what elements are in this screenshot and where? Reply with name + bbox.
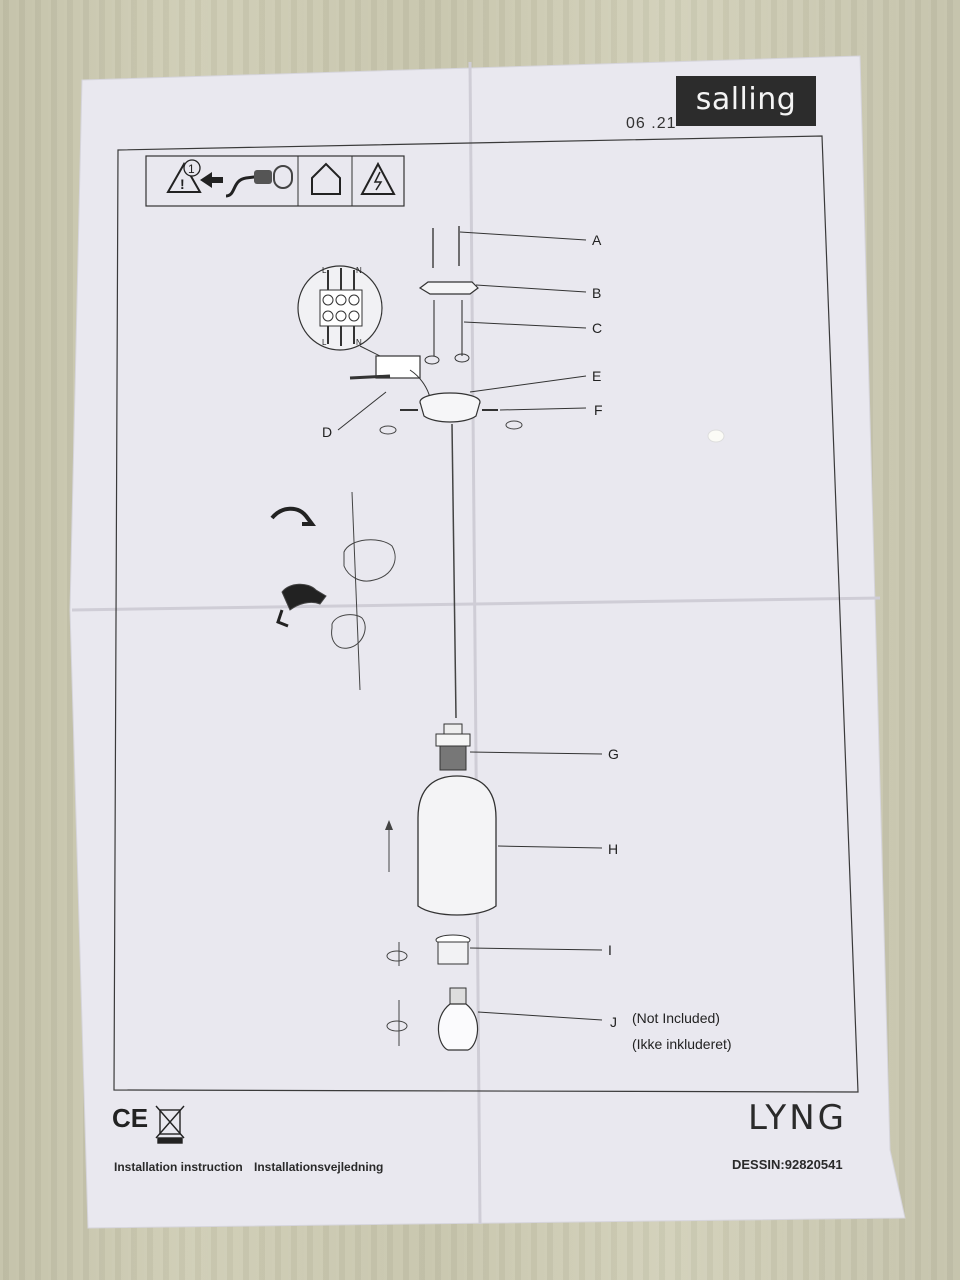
inner-frame [113, 135, 859, 1093]
ceiling-canopy [379, 392, 523, 435]
bulb-not-included-da: (Ikke inkluderet) [632, 1036, 732, 1052]
paper-sheet [69, 55, 906, 1229]
light-bulb [386, 987, 479, 1051]
vertical-fold [468, 61, 482, 1225]
part-label-d: D [322, 424, 333, 440]
part-label-i: I [608, 942, 612, 958]
ce-mark: CE [112, 1103, 149, 1133]
paper-sticker-dot [707, 429, 725, 443]
part-label-e: E [592, 368, 602, 384]
part-label-b: B [592, 285, 602, 301]
lamp-holder [435, 723, 471, 771]
date-code: 06 .21 [626, 115, 677, 132]
part-label-h: H [608, 841, 619, 857]
terminal-label-top-left: L [322, 266, 327, 275]
weee-bin-icon [155, 1105, 185, 1144]
electric-hazard-icon [360, 161, 396, 195]
part-label-g: G [608, 746, 619, 762]
brand-logo: salling [676, 76, 816, 126]
terminal-label-bottom-right: N [356, 338, 362, 347]
svg-text:!: ! [180, 176, 185, 192]
design-code: DESSIN:92820541 [732, 1157, 843, 1172]
unplug-icon [200, 165, 293, 198]
cord-adjust-illustration [270, 491, 396, 691]
instruction-title-da: Installationsvejledning [254, 1160, 384, 1174]
terminal-label-top-right: N [356, 266, 362, 275]
part-label-c: C [592, 320, 603, 336]
part-label-a: A [592, 232, 602, 248]
pendant-cord [451, 423, 457, 719]
terminal-label-bottom-left: L [322, 338, 327, 347]
terminal-block-detail [297, 265, 393, 363]
lamp-shade [385, 775, 497, 916]
part-label-f: F [594, 402, 603, 418]
part-label-j: J [610, 1014, 617, 1030]
product-name: LYNG [748, 1098, 847, 1138]
indoor-house-icon [311, 162, 341, 195]
shade-ring [386, 934, 471, 966]
step-one-icon: 1 [183, 159, 201, 177]
warning-icon-strip: ! 1 [145, 155, 405, 207]
warning-triangle-icon: ! [166, 161, 202, 193]
mounting-hardware [418, 226, 479, 365]
horizontal-fold [71, 596, 881, 612]
instruction-title: Installation instruction Installationsve… [114, 1160, 391, 1174]
svg-text:1: 1 [188, 162, 195, 176]
leader-lines [337, 231, 603, 1021]
bulb-not-included-en: (Not Included) [632, 1010, 720, 1026]
instruction-title-en: Installation instruction [114, 1160, 243, 1174]
